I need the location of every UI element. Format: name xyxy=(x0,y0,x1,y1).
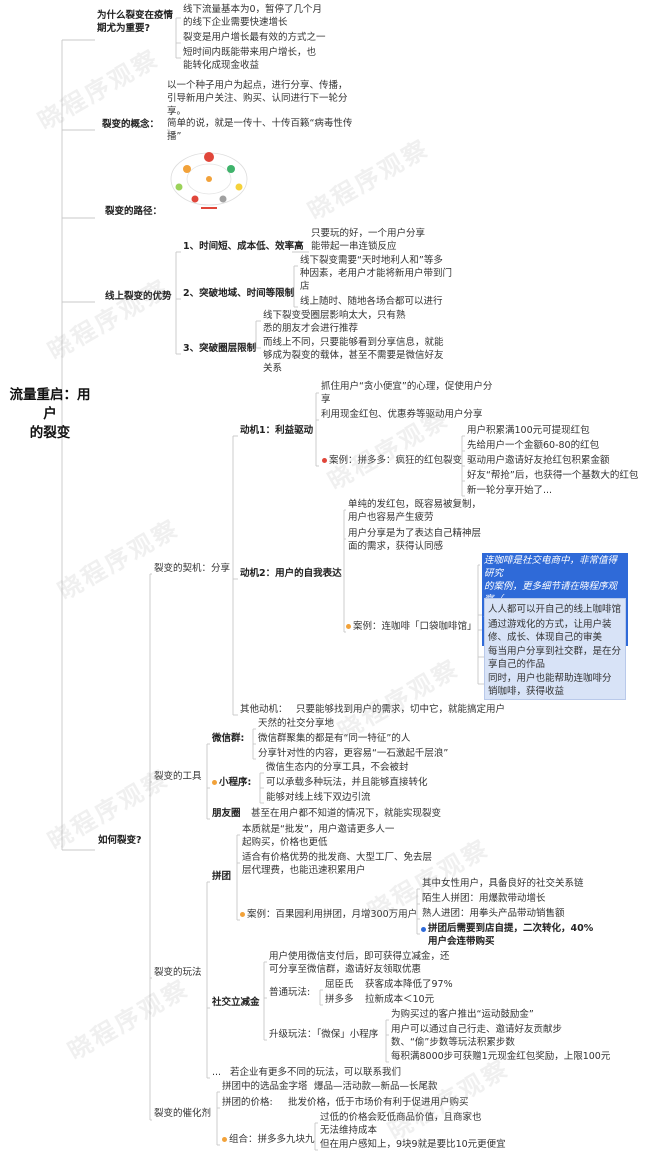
tools-label[interactable]: 裂变的工具 xyxy=(154,771,202,782)
group-buy-item-1[interactable]: 本质就是“批发”，用户邀请更多人一 起购买，价格也更低 xyxy=(242,824,395,848)
normal-play-label[interactable]: 普通玩法: xyxy=(269,987,311,998)
catalyst-price-value[interactable]: 批发价格，低于市场价有利于促进用户购买 xyxy=(288,1097,469,1108)
motive-1-item-1[interactable]: 抓住用户“贪小便宜”的心理，促使用户分 享 xyxy=(321,381,493,405)
motive-2-item-1[interactable]: 单纯的发红包，既容易被复制， 用户也容易产生疲劳 xyxy=(348,499,482,523)
opportunity-label[interactable]: 裂变的契机：分享 xyxy=(154,563,231,574)
advantage-3-item-2[interactable]: 而线上不同，只要能够看到分享信息，就能 够成为裂变的载体，甚至不需要是微信好友 … xyxy=(263,337,444,374)
how-to-fission-title[interactable]: 如何裂变? xyxy=(98,835,142,846)
catalyst-price-label[interactable]: 拼团的价格: xyxy=(222,1097,273,1108)
why-item-1[interactable]: 线下流量基本为0，暂停了几个月 的线下企业需要快速增长 xyxy=(183,4,323,28)
upgrade-item-1[interactable]: 为购买过的客户推出“运动鼓励金” xyxy=(391,1009,534,1020)
upgrade-item-2[interactable]: 用户可以通过自己行走、邀请好友贡献步 数、“偷”步数等玩法积累步数 xyxy=(391,1024,563,1048)
pagoda-highlight[interactable]: 拼团后需要到店自提，二次转化，40% 用户会连带购买 xyxy=(428,923,594,947)
upgrade-play-label[interactable]: 升级玩法：「微保」小程序 xyxy=(269,1029,379,1040)
moments-label[interactable]: 朋友圈 xyxy=(212,808,241,819)
social-cut-intro[interactable]: 用户使用微信支付后，即可获得立减金，还 可分享至微信群，邀请好友领取优惠 xyxy=(269,951,450,975)
combo-item-1[interactable]: 过低的价格会贬低商品价值，且商家也 无法维持成本 xyxy=(320,1112,482,1136)
advantage-2-item-1[interactable]: 线下裂变需要“天时地利人和”等多 种因素，老用户才能将新用户带到门 店 xyxy=(300,255,453,292)
mini-program-item-2[interactable]: 可以承载多种玩法，并且能够直接转化 xyxy=(266,777,428,788)
why-item-2[interactable]: 裂变是用户增长最有效的方式之一 xyxy=(183,32,326,43)
mini-program-item-1[interactable]: 微信生态内的分享工具，不会被封 xyxy=(266,762,409,773)
lian-coffee-item-2[interactable]: 通过游戏化的方式，让用户装 修、成长、体现自己的审美 xyxy=(488,619,612,643)
combo-label[interactable]: 组合：拼多多九块九 xyxy=(229,1134,315,1145)
wechat-group-item-3[interactable]: 分享针对性的内容，更容易“一石激起千层浪” xyxy=(258,748,449,759)
why-fission-title[interactable]: 为什么裂变在疫情 期尤为重要? xyxy=(97,10,174,34)
upgrade-item-3[interactable]: 每积满8000步可获赠1元现金红包奖励，上限100元 xyxy=(391,1051,611,1062)
group-buy-label[interactable]: 拼团 xyxy=(212,871,232,882)
blue-flag-icon xyxy=(421,927,426,932)
concept-item-1[interactable]: 以一个种子用户为起点，进行分享、传播， 引导新用户关注、购买、认同进行下一轮分 … xyxy=(167,80,348,117)
other-motive-text[interactable]: 只要能够找到用户的需求，切中它，就能搞定用户 xyxy=(296,704,506,715)
watsons-value[interactable]: 获客成本降低了97% xyxy=(365,979,453,990)
mini-program-item-3[interactable]: 能够对线上线下双边引流 xyxy=(266,792,371,803)
selection-box xyxy=(484,598,626,700)
motive-2-label[interactable]: 动机2：用户的自我表达 xyxy=(240,568,342,579)
lian-coffee-item-4[interactable]: 同时，用户也能帮助连咖啡分 销咖啡，获得收益 xyxy=(488,673,612,697)
fission-path-title[interactable]: 裂变的路径： xyxy=(105,206,163,217)
play-label[interactable]: 裂变的玩法 xyxy=(154,967,202,978)
lian-coffee-item-1[interactable]: 人人都可以开自己的线上咖啡馆 xyxy=(488,604,622,615)
motive-2-item-2[interactable]: 用户分享是为了表达自己精神层 面的需求，获得认同感 xyxy=(348,528,482,552)
advantage-3-label[interactable]: 3、突破圈层限制 xyxy=(183,343,257,354)
advantage-1-item-1[interactable]: 只要玩的好，一个用户分享 能带起一串连锁反应 xyxy=(311,228,426,252)
fission-path-diagram-image xyxy=(165,145,253,217)
orange-star-icon xyxy=(240,912,245,917)
motive-1-label[interactable]: 动机1：利益驱动 xyxy=(240,425,314,436)
more-ellipsis[interactable]: ... xyxy=(212,1067,222,1078)
pdd-value[interactable]: 拉新成本＜10元 xyxy=(365,994,435,1005)
advantage-3-item-1[interactable]: 线下裂变受圈层影响太大，只有熟 悉的朋友才会进行推荐 xyxy=(263,310,406,334)
fission-concept-title[interactable]: 裂变的概念： xyxy=(102,119,160,130)
group-buy-item-2[interactable]: 适合有价格优势的批发商、大型工厂、免去层 层代理费，也能迅速积累用户 xyxy=(242,852,433,876)
pdd-case-item-2[interactable]: 先给用户一个金额60-80的红包 xyxy=(467,440,600,451)
pdd-label[interactable]: 拼多多 xyxy=(325,994,354,1005)
pdd-case-item-3[interactable]: 驱动用户邀请好友抢红包积累金额 xyxy=(467,455,610,466)
why-item-3[interactable]: 短时间内既能带来用户增长，也 能转化成现金收益 xyxy=(183,47,317,71)
more-text[interactable]: 若企业有更多不同的玩法，可以联系我们 xyxy=(230,1067,402,1078)
other-motive-label[interactable]: 其他动机： xyxy=(240,704,288,715)
advantage-2-label[interactable]: 2、突破地域、时间等限制 xyxy=(183,288,295,299)
pdd-case-label[interactable]: 案例：拼多多：疯狂的红包裂变 xyxy=(329,455,463,466)
pagoda-case-label[interactable]: 案例：百果园利用拼团，月增300万用户 xyxy=(247,909,418,920)
pdd-case-item-4[interactable]: 好友“帮抢”后，也获得一个基数大的红包 xyxy=(467,470,639,481)
concept-item-2[interactable]: 简单的说，就是一传十、十传百籁“病毒性传 播” xyxy=(167,118,353,142)
pdd-case-item-5[interactable]: 新一轮分享开始了... xyxy=(467,485,553,496)
lian-coffee-item-3[interactable]: 每当用户分享到社交群，是在分 享自己的作品 xyxy=(488,646,622,670)
mini-program-label[interactable]: 小程序: xyxy=(219,777,252,788)
lian-coffee-case-label[interactable]: 案例：连咖啡「口袋咖啡馆」 xyxy=(353,621,477,632)
catalyst-pyramid-label[interactable]: 拼团中的选品金字塔 xyxy=(222,1081,308,1092)
wechat-group-item-2[interactable]: 微信群聚集的都是有“同一特征”的人 xyxy=(258,733,411,744)
catalyst-label[interactable]: 裂变的催化剂 xyxy=(154,1108,212,1119)
pagoda-case-item-3[interactable]: 熟人进团：用拳头产品带动销售额 xyxy=(422,908,565,919)
watsons-label[interactable]: 屈臣氏 xyxy=(325,979,354,990)
combo-item-2[interactable]: 但在用户感知上，9块9就是要比10元更便宜 xyxy=(320,1139,506,1150)
orange-star-icon xyxy=(346,624,351,629)
catalyst-pyramid-value[interactable]: 爆品—活动款—新品—长尾款 xyxy=(314,1081,438,1092)
pdd-case-item-1[interactable]: 用户积累满100元可提现红包 xyxy=(467,425,590,436)
orange-star-icon xyxy=(212,780,217,785)
red-star-icon xyxy=(322,458,327,463)
pagoda-case-item-2[interactable]: 陌生人拼团：用爆款带动增长 xyxy=(422,893,546,904)
wechat-group-label[interactable]: 微信群: xyxy=(212,733,245,744)
advantage-2-item-2[interactable]: 线上随时、随地各场合都可以进行 xyxy=(300,296,443,307)
motive-1-item-2[interactable]: 利用现金红包、优惠券等驱动用户分享 xyxy=(321,409,483,420)
orange-star-icon xyxy=(222,1137,227,1142)
wechat-group-item-1[interactable]: 天然的社交分享地 xyxy=(258,718,335,729)
social-cut-label[interactable]: 社交立减金 xyxy=(212,997,260,1008)
online-advantages-title[interactable]: 线上裂变的优势 xyxy=(105,291,172,302)
moments-text[interactable]: 甚至在用户都不知道的情况下，就能实现裂变 xyxy=(251,808,442,819)
advantage-1-label[interactable]: 1、时间短、成本低、效率高 xyxy=(183,241,304,252)
root-topic[interactable]: 流量重启：用户 的裂变 xyxy=(9,387,91,441)
pagoda-case-item-1[interactable]: 其中女性用户，具备良好的社交关系链 xyxy=(422,878,584,889)
